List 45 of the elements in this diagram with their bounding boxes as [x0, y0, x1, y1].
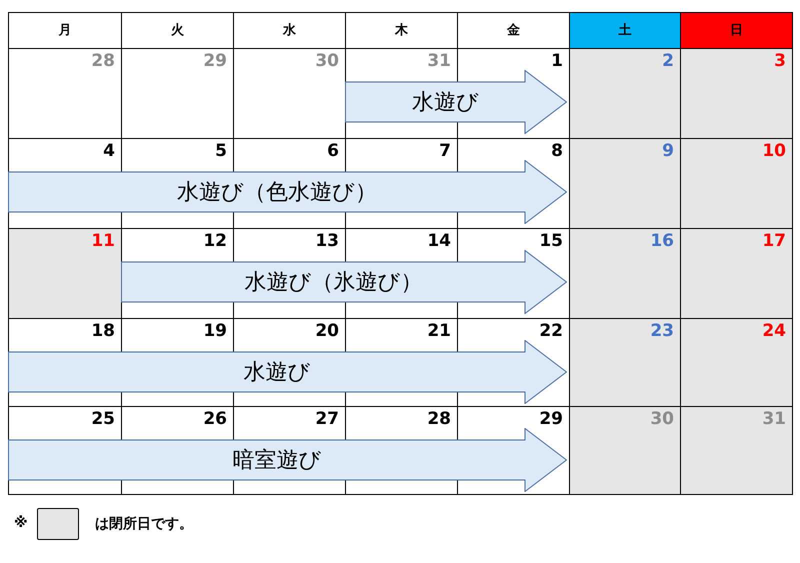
day-number: 16: [650, 231, 674, 251]
weekday-header: 日: [680, 12, 793, 49]
day-number: 31: [762, 409, 786, 429]
day-number: 10: [762, 141, 786, 161]
day-number: 8: [551, 141, 563, 161]
day-number: 23: [650, 321, 674, 341]
note-mark: ※: [14, 514, 28, 533]
day-number: 22: [539, 321, 563, 341]
activity-label: 暗室遊び: [232, 446, 322, 474]
day-number: 4: [103, 141, 115, 161]
day-number: 11: [91, 231, 115, 251]
day-number: 7: [439, 141, 451, 161]
day-number: 27: [315, 409, 339, 429]
day-number: 20: [315, 321, 339, 341]
activity-label: 水遊び: [244, 358, 310, 386]
day-number: 3: [774, 51, 786, 71]
day-number: 25: [91, 409, 115, 429]
day-number: 13: [315, 231, 339, 251]
day-number: 14: [427, 231, 451, 251]
day-number: 30: [650, 409, 674, 429]
activity-label: 水遊び（色水遊び）: [177, 178, 377, 206]
day-number: 26: [203, 409, 227, 429]
day-number: 15: [539, 231, 563, 251]
day-number: 12: [203, 231, 227, 251]
day-number: 17: [762, 231, 786, 251]
day-number: 28: [91, 51, 115, 71]
day-number: 29: [203, 51, 227, 71]
activity-label: 水遊び: [412, 88, 479, 116]
day-number: 24: [762, 321, 786, 341]
weekday-header: 月: [8, 12, 122, 49]
day-number: 1: [551, 51, 563, 71]
day-number: 29: [539, 409, 563, 429]
day-number: 21: [427, 321, 451, 341]
activity-label: 水遊び（氷遊び）: [244, 268, 422, 296]
day-number: 31: [427, 51, 451, 71]
day-number: 2: [662, 51, 674, 71]
day-number: 18: [91, 321, 115, 341]
legend-text: は閉所日です。: [95, 514, 193, 534]
day-number: 19: [203, 321, 227, 341]
day-number: 6: [327, 141, 339, 161]
weekday-header: 土: [569, 12, 681, 49]
day-number: 5: [215, 141, 227, 161]
day-number: 30: [315, 51, 339, 71]
day-number: 9: [662, 141, 674, 161]
day-number: 28: [427, 409, 451, 429]
